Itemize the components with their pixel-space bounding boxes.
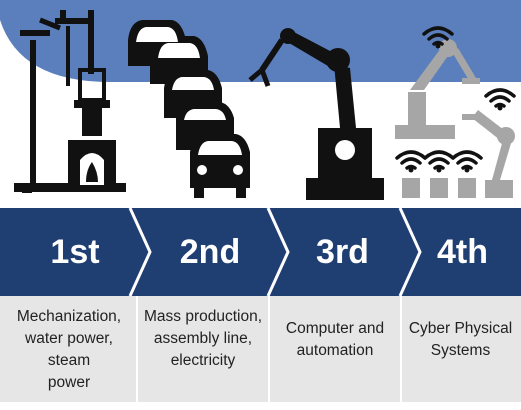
stage-label-3rd: 3rd — [316, 233, 369, 271]
stage-arrow-band — [0, 208, 521, 296]
description-2nd: Mass production, assembly line, electric… — [143, 308, 263, 369]
description-4th: Cyber Physical Systems — [408, 320, 513, 359]
description-1st: Mechanization, water power, steam power — [16, 308, 122, 391]
stage-label-4th: 4th — [437, 233, 488, 271]
description-3rd: Computer and automation — [285, 320, 385, 359]
description-row — [0, 296, 521, 402]
assembly-line-cars-icon — [128, 20, 250, 198]
stage-label-2nd: 2nd — [179, 233, 241, 271]
steam-engine-icon — [14, 10, 126, 193]
connected-robots-wifi-icon — [395, 26, 516, 198]
stage-label-1st: 1st — [50, 233, 100, 271]
robot-arm-icon — [248, 28, 384, 200]
